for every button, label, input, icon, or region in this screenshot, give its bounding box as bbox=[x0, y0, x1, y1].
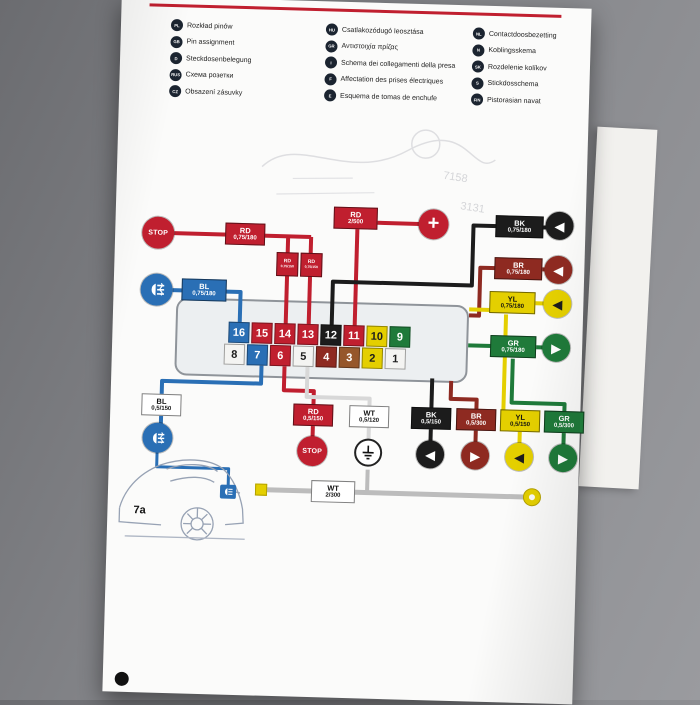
wire-code: BR bbox=[513, 261, 524, 269]
wire-code: BR bbox=[471, 412, 482, 420]
pin-8: 8 bbox=[224, 344, 246, 366]
car-rear-sketch bbox=[114, 446, 257, 555]
arrow-left-icon: ◀ bbox=[553, 263, 563, 276]
wire-spec: 0,75/180 bbox=[501, 347, 525, 354]
pin-4: 4 bbox=[316, 346, 338, 368]
spade-connector bbox=[255, 483, 267, 495]
wire-code: BK bbox=[514, 219, 525, 227]
wire-brown-bottom bbox=[450, 381, 477, 410]
stop-label: STOP bbox=[302, 447, 322, 455]
pin-16: 16 bbox=[228, 322, 250, 344]
wire-spec: 0,75/180 bbox=[508, 227, 532, 234]
wire-label-bk-05-150: BK 0,5/150 bbox=[411, 407, 452, 430]
arrow-left-icon: ◀ bbox=[552, 297, 562, 310]
wire-spec: 0,5/150 bbox=[151, 405, 171, 412]
wire-label-wt-2-300: WT 2/300 bbox=[311, 480, 356, 503]
adjacent-paper-edge bbox=[579, 127, 658, 490]
wire-code: RD bbox=[240, 227, 251, 235]
arrow-left-icon: ◀ bbox=[425, 448, 435, 461]
fog-lamp-icon bbox=[148, 430, 166, 445]
wire-red-bottom bbox=[283, 366, 314, 405]
wire-label-bl-075-180: BL 0,75/180 bbox=[181, 278, 227, 301]
wire-code: BL bbox=[156, 397, 166, 405]
wire-label-bk-075-180: BK 0,75/180 bbox=[495, 215, 544, 238]
arrow-left-icon: ◀ bbox=[514, 450, 524, 463]
stop-label: STOP bbox=[148, 229, 168, 237]
wire-label-br-075-180: BR 0,75/180 bbox=[494, 257, 543, 280]
wire-green-bottom bbox=[511, 359, 565, 412]
wire-label-yl-05-150: YL 0,5/150 bbox=[500, 409, 541, 432]
wire-ground-stub bbox=[367, 470, 368, 493]
wire-code: BK bbox=[426, 411, 437, 419]
wire-code: RD bbox=[350, 211, 361, 219]
wire-spec: 0,5/300 bbox=[466, 420, 486, 427]
wire-spec: 0,5/150 bbox=[421, 419, 441, 426]
wire-label-gr-05-300: GR 0,5/300 bbox=[544, 411, 585, 434]
wire-spec: 0,75/180 bbox=[501, 303, 525, 310]
wire-yellow-bottom bbox=[503, 314, 506, 410]
wire-green-right bbox=[468, 345, 492, 346]
pin-5: 5 bbox=[293, 345, 315, 367]
pin-9: 9 bbox=[389, 326, 411, 348]
wire-spec: 0,5/150 bbox=[303, 416, 323, 423]
wire-label-rd-2-500: RD 2/500 bbox=[333, 207, 378, 230]
wire-red-pin13 bbox=[309, 237, 311, 325]
car-fog-lamp-marker bbox=[220, 485, 236, 499]
wire-spec: 2/300 bbox=[325, 492, 340, 499]
wire-code: YL bbox=[508, 295, 518, 303]
wire-spec: 2/500 bbox=[348, 219, 363, 226]
pin-3: 3 bbox=[339, 347, 361, 369]
wire-spec: 0,75/180 bbox=[233, 235, 257, 242]
pin-13: 13 bbox=[297, 324, 319, 346]
wire-code: RD bbox=[308, 408, 319, 416]
plus-icon: + bbox=[427, 213, 439, 233]
wire-label-bl-05-150: BL 0,5/150 bbox=[141, 393, 182, 416]
wire-spec: 0,5/150 bbox=[510, 421, 530, 428]
wire-label-rd-05-150: RD 0,5/150 bbox=[293, 404, 334, 427]
wire-yellow-right bbox=[469, 309, 491, 310]
wire-label-gr-075-180: GR 0,75/180 bbox=[490, 335, 537, 358]
wire-label-rd-small-2: RD 0,75/150 bbox=[300, 253, 323, 278]
wire-black-bottom bbox=[431, 378, 432, 408]
wire-blue-down bbox=[162, 363, 262, 399]
arrow-left-icon: ◀ bbox=[554, 219, 564, 232]
wire-label-rd-small-1: RD 0,75/150 bbox=[276, 252, 299, 277]
figure-reference: 7a bbox=[133, 504, 146, 516]
arrow-right-icon: ▶ bbox=[470, 449, 480, 462]
wire-white-bottom bbox=[306, 367, 370, 407]
pin-14: 14 bbox=[274, 323, 296, 345]
wire-label-wt-05-120: WT 0,5/120 bbox=[349, 405, 390, 428]
pin-2: 2 bbox=[361, 347, 383, 369]
wire-label-yl-075-180: YL 0,75/180 bbox=[489, 291, 536, 314]
arrow-right-icon: ▶ bbox=[558, 451, 568, 464]
wire-spec: 0,75/180 bbox=[506, 269, 530, 276]
wire-red-power bbox=[355, 229, 358, 326]
pin-6: 6 bbox=[270, 345, 292, 367]
wire-spec: 0,5/120 bbox=[359, 417, 379, 424]
pin-15: 15 bbox=[251, 322, 273, 344]
wire-label-br-05-300: BR 0,5/300 bbox=[456, 408, 497, 431]
pin-12: 12 bbox=[320, 324, 342, 346]
wire-spec: 0,5/300 bbox=[554, 423, 574, 430]
pin-7: 7 bbox=[247, 344, 269, 366]
arrow-right-icon: ▶ bbox=[551, 341, 561, 354]
wire-code: YL bbox=[515, 413, 525, 421]
wire-spec: 0,75/150 bbox=[281, 265, 294, 269]
pin-11: 11 bbox=[343, 325, 365, 347]
pin-1: 1 bbox=[384, 348, 406, 370]
wire-spec: 0,75/150 bbox=[305, 266, 318, 270]
fog-lamp-icon bbox=[222, 487, 234, 497]
wire-spec: 0,75/180 bbox=[192, 290, 216, 297]
wire-label-rd-075-180: RD 0,75/180 bbox=[225, 223, 266, 246]
wire-ground-main bbox=[266, 490, 524, 497]
fog-lamp-icon bbox=[146, 281, 166, 298]
wire-red-to-plus bbox=[378, 223, 420, 224]
wire-code: BL bbox=[199, 283, 209, 291]
pin-10: 10 bbox=[366, 326, 388, 348]
wire-red-pin14 bbox=[286, 236, 288, 324]
earth-ground-icon bbox=[360, 444, 376, 460]
